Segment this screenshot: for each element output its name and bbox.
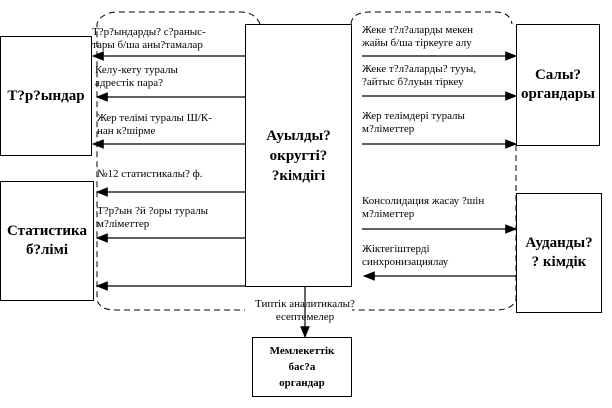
node-residents: Т?р?ындар (0, 36, 92, 156)
node-district: Ауданды? ? кімдік (516, 193, 602, 313)
flow-label-left-1: Т?р?ындарды? с?раныс- тары б/ша аны?тама… (92, 26, 206, 51)
flow-label-left-4: №12 статистикалы? ф. (97, 168, 203, 180)
dashed-groupings (96, 11, 517, 311)
flow-label-right-2: Жеке т?л?аларды? тууы, ?айтыс б?луын тір… (362, 63, 477, 88)
solid-arrows (91, 51, 518, 339)
flow-label-right-4: Консолидация жасау ?шін м?ліметтер (362, 195, 485, 220)
node-tax: Салы? орган​дары (516, 24, 600, 146)
flow-label-left-5: Т?р?ын ?й ?оры туралы м?ліметтер (97, 205, 209, 230)
node-center: Ауылды? округті? ?кімдігі (245, 24, 352, 287)
flow-label-left-3: Жер телімі туралы Ш/К- нан к?шірме (97, 112, 212, 137)
flow-label-right-5: Жіктегіштерді синхронизациялау (362, 243, 449, 268)
flow-label-right-1: Жеке т?л?аларды мекен жайы б/ша тіркеуге… (362, 24, 474, 49)
flow-label-right-3: Жер телімдері туралы м?ліметтер (362, 110, 465, 135)
flow-label-bottom: Типтік аналитикалы? есептемелер (255, 298, 355, 323)
node-statistics: Статистика б?лімі (0, 181, 94, 301)
flow-label-left-2: Келу-кету туралы адрестік пара? (95, 64, 178, 89)
node-state: Мемлекеттік бас?а орган​дар (252, 337, 352, 397)
